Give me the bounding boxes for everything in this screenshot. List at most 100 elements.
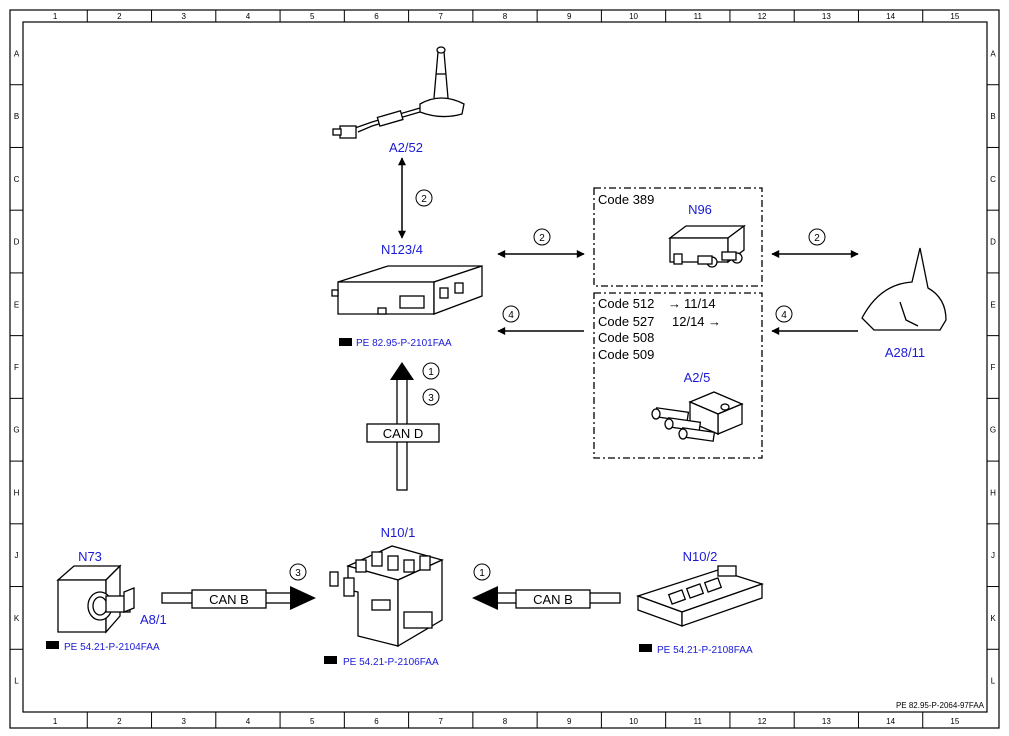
- grid-column-label: 1: [53, 717, 58, 726]
- badge-n96-a28: 2: [814, 233, 820, 244]
- grid-column-label: 5: [310, 717, 315, 726]
- grid-row-label: L: [991, 677, 996, 686]
- n123-4-ref-link[interactable]: PE 82.95-P-2101FAA: [339, 338, 452, 349]
- can-b-left-box: [191, 589, 267, 609]
- code-box-389: [593, 187, 763, 287]
- grid-row-label: A: [990, 49, 996, 58]
- badge-circle-can-b-right: [473, 563, 491, 581]
- badge-can-d-1: 1: [428, 367, 434, 378]
- code-508: Code 508: [598, 330, 654, 345]
- hand-pointer-icon: [46, 641, 59, 649]
- grid-marks: 1122334455667788991010111112121313141415…: [10, 10, 999, 728]
- grid-row-label: J: [991, 551, 995, 560]
- outer-frame: [9, 9, 1000, 729]
- code-527: Code 527: [598, 314, 654, 329]
- badge-can-b-left: 3: [295, 568, 301, 579]
- grid-column-label: 4: [246, 12, 251, 21]
- badge-circle-n123-n96: [533, 228, 551, 246]
- grid-column-label: 11: [694, 717, 703, 726]
- grid-column-label: 2: [117, 12, 122, 21]
- grid-column-label: 15: [950, 12, 959, 21]
- grid-column-label: 14: [886, 12, 895, 21]
- n123-4-ref[interactable]: PE 82.95-P-2101FAA: [356, 338, 452, 349]
- badge-circle-can-b-left: [289, 563, 307, 581]
- grid-row-label: E: [990, 300, 995, 309]
- a28-11-fin-antenna-icon: [861, 247, 947, 331]
- code-box-512: [593, 292, 763, 459]
- grid-row-label: J: [15, 551, 19, 560]
- grid-column-label: 10: [629, 717, 638, 726]
- grid-column-label: 1: [53, 12, 58, 21]
- can-d-label: CAN D: [383, 426, 423, 441]
- grid-row-label: K: [990, 614, 996, 623]
- code-527-arrow: →: [708, 314, 721, 329]
- badge-circle-n123-a25: [502, 305, 520, 323]
- grid-column-label: 6: [374, 12, 379, 21]
- n73-ignition-switch-icon: [56, 564, 135, 634]
- n10-2-label: N10/2: [683, 549, 718, 564]
- grid-row-label: F: [14, 363, 19, 372]
- a2-5-module-icon: [651, 391, 744, 442]
- grid-column-label: 9: [567, 12, 572, 21]
- grid-column-label: 13: [822, 12, 831, 21]
- a8-1-ref[interactable]: PE 54.21-P-2104FAA: [64, 642, 160, 653]
- badge-can-d-3: 3: [428, 393, 434, 404]
- n10-2-ref[interactable]: PE 54.21-P-2108FAA: [657, 645, 753, 656]
- grid-column-label: 7: [439, 717, 444, 726]
- n10-2-ref-link[interactable]: PE 54.21-P-2108FAA: [639, 644, 753, 656]
- grid-row-label: C: [14, 175, 20, 184]
- grid-row-label: A: [14, 49, 20, 58]
- grid-row-label: L: [14, 677, 19, 686]
- grid-column-label: 5: [310, 12, 315, 21]
- a2-52-label: A2/52: [389, 140, 423, 155]
- a2-52-antenna-icon: [332, 46, 465, 139]
- grid-row-label: D: [990, 238, 996, 247]
- grid-column-label: 15: [950, 717, 959, 726]
- n123-4-module-icon: [331, 265, 483, 315]
- badge-circle-n96-a28: [808, 228, 826, 246]
- n96-module-icon: [668, 224, 746, 268]
- a28-11-label: A28/11: [885, 345, 925, 360]
- a2-5-label: A2/5: [684, 370, 711, 385]
- grid-row-label: C: [990, 175, 996, 184]
- n10-1-ref-link[interactable]: PE 54.21-P-2106FAA: [324, 656, 439, 668]
- can-b-right-label: CAN B: [533, 592, 573, 607]
- a8-1-ref-link[interactable]: PE 54.21-P-2104FAA: [46, 641, 160, 653]
- grid-column-label: 3: [181, 12, 186, 21]
- drawing-number: PE 82.95-P-2064-97FAA: [896, 701, 985, 710]
- n10-1-ref[interactable]: PE 54.21-P-2106FAA: [343, 657, 439, 668]
- n10-1-label: N10/1: [381, 525, 416, 540]
- badge-n123-n96: 2: [539, 233, 545, 244]
- grid-column-label: 14: [886, 717, 895, 726]
- hand-pointer-icon: [639, 644, 652, 652]
- inner-frame: [22, 21, 988, 713]
- n73-label: N73: [78, 549, 102, 564]
- grid-row-label: H: [990, 488, 996, 497]
- hand-pointer-icon: [339, 338, 352, 346]
- grid-row-label: B: [14, 112, 19, 121]
- grid-row-label: F: [991, 363, 996, 372]
- code-512-ref: 11/14: [684, 296, 716, 311]
- hand-pointer-icon: [324, 656, 337, 664]
- badge-can-b-right: 1: [479, 568, 485, 579]
- grid-row-label: H: [14, 488, 20, 497]
- code-512-arrow: →: [668, 296, 681, 311]
- grid-row-label: E: [14, 300, 19, 309]
- badge-circle-can-d-1: [422, 362, 440, 380]
- can-b-left-label: CAN B: [209, 592, 249, 607]
- n123-4-label: N123/4: [381, 242, 423, 257]
- grid-column-label: 8: [503, 717, 508, 726]
- n96-label: N96: [688, 202, 712, 217]
- badge-circle-a25-a28: [775, 305, 793, 323]
- grid-column-label: 2: [117, 717, 122, 726]
- grid-column-label: 9: [567, 717, 572, 726]
- grid-column-label: 8: [503, 12, 508, 21]
- code-512: Code 512: [598, 296, 654, 311]
- a8-1-label: A8/1: [140, 612, 167, 627]
- badge-circle-can-d-3: [422, 388, 440, 406]
- grid-row-label: K: [14, 614, 20, 623]
- grid-row-label: B: [990, 112, 995, 121]
- n10-1-module-icon: [329, 545, 444, 648]
- can-b-right-box: [515, 589, 591, 609]
- grid-column-label: 6: [374, 717, 379, 726]
